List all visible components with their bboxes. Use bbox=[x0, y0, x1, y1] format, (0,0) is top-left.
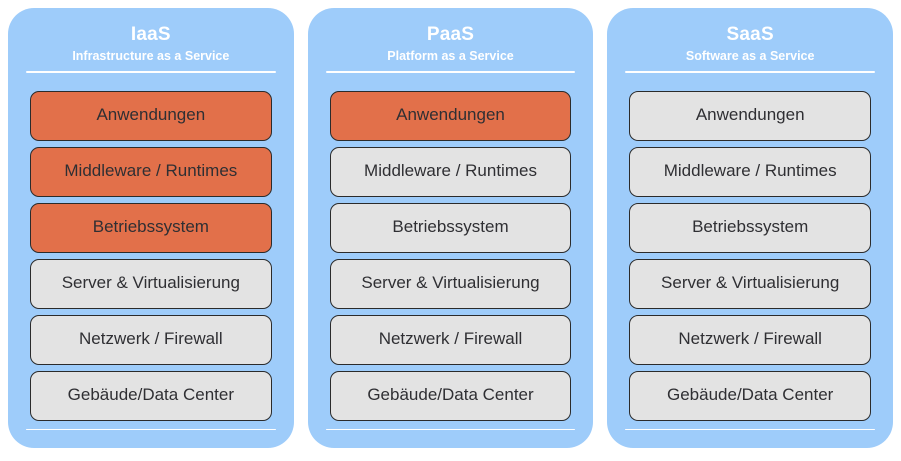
panel-footer-paas bbox=[308, 430, 594, 448]
footer-divider-paas bbox=[325, 428, 576, 431]
layer-stack-saas: Anwendungen Middleware / Runtimes Betrie… bbox=[607, 73, 893, 421]
layer-row[interactable]: Anwendungen bbox=[329, 90, 572, 141]
panel-subtitle-paas: Platform as a Service bbox=[387, 49, 514, 63]
layer-row[interactable]: Betriebssystem bbox=[329, 202, 572, 253]
panel-subtitle-iaas: Infrastructure as a Service bbox=[72, 49, 230, 63]
panel-header-paas: PaaS Platform as a Service bbox=[308, 8, 594, 64]
layer-row[interactable]: Betriebssystem bbox=[30, 202, 272, 253]
panel-paas: PaaS Platform as a Service Anwendungen M… bbox=[307, 8, 594, 448]
layer-row[interactable]: Netzwerk / Firewall bbox=[329, 314, 572, 365]
layer-row[interactable]: Server & Virtualisierung bbox=[30, 258, 272, 309]
panel-saas: SaaS Software as a Service Anwendungen M… bbox=[607, 8, 894, 448]
layer-row[interactable]: Netzwerk / Firewall bbox=[30, 314, 272, 365]
layer-row[interactable]: Server & Virtualisierung bbox=[629, 258, 872, 309]
layer-row[interactable]: Middleware / Runtimes bbox=[329, 146, 572, 197]
layer-row[interactable]: Server & Virtualisierung bbox=[329, 258, 572, 309]
layer-row[interactable]: Gebäude/Data Center bbox=[629, 370, 872, 421]
panel-title-iaas: IaaS bbox=[130, 24, 171, 45]
layer-stack-iaas: Anwendungen Middleware / Runtimes Betrie… bbox=[8, 73, 294, 421]
panel-title-saas: SaaS bbox=[726, 24, 774, 45]
layer-row[interactable]: Gebäude/Data Center bbox=[30, 370, 272, 421]
header-divider-iaas bbox=[26, 71, 276, 73]
panel-footer-saas bbox=[607, 430, 893, 448]
header-divider-paas bbox=[325, 71, 576, 73]
panel-footer-iaas bbox=[8, 430, 294, 448]
panel-iaas: IaaS Infrastructure as a Service Anwendu… bbox=[8, 8, 294, 448]
panel-subtitle-saas: Software as a Service bbox=[685, 49, 815, 63]
layer-row[interactable]: Anwendungen bbox=[629, 90, 872, 141]
layer-row[interactable]: Anwendungen bbox=[30, 90, 272, 141]
footer-divider-iaas bbox=[26, 428, 276, 431]
layer-row[interactable]: Netzwerk / Firewall bbox=[629, 314, 872, 365]
panel-header-iaas: IaaS Infrastructure as a Service bbox=[8, 8, 294, 64]
panel-title-paas: PaaS bbox=[426, 24, 475, 45]
layer-stack-paas: Anwendungen Middleware / Runtimes Betrie… bbox=[308, 73, 594, 421]
panel-header-saas: SaaS Software as a Service bbox=[607, 8, 893, 64]
layer-row[interactable]: Gebäude/Data Center bbox=[329, 370, 572, 421]
header-divider-saas bbox=[625, 71, 876, 73]
layer-row[interactable]: Middleware / Runtimes bbox=[30, 146, 272, 197]
layer-row[interactable]: Middleware / Runtimes bbox=[629, 146, 872, 197]
layer-row[interactable]: Betriebssystem bbox=[629, 202, 872, 253]
footer-divider-saas bbox=[625, 428, 876, 431]
